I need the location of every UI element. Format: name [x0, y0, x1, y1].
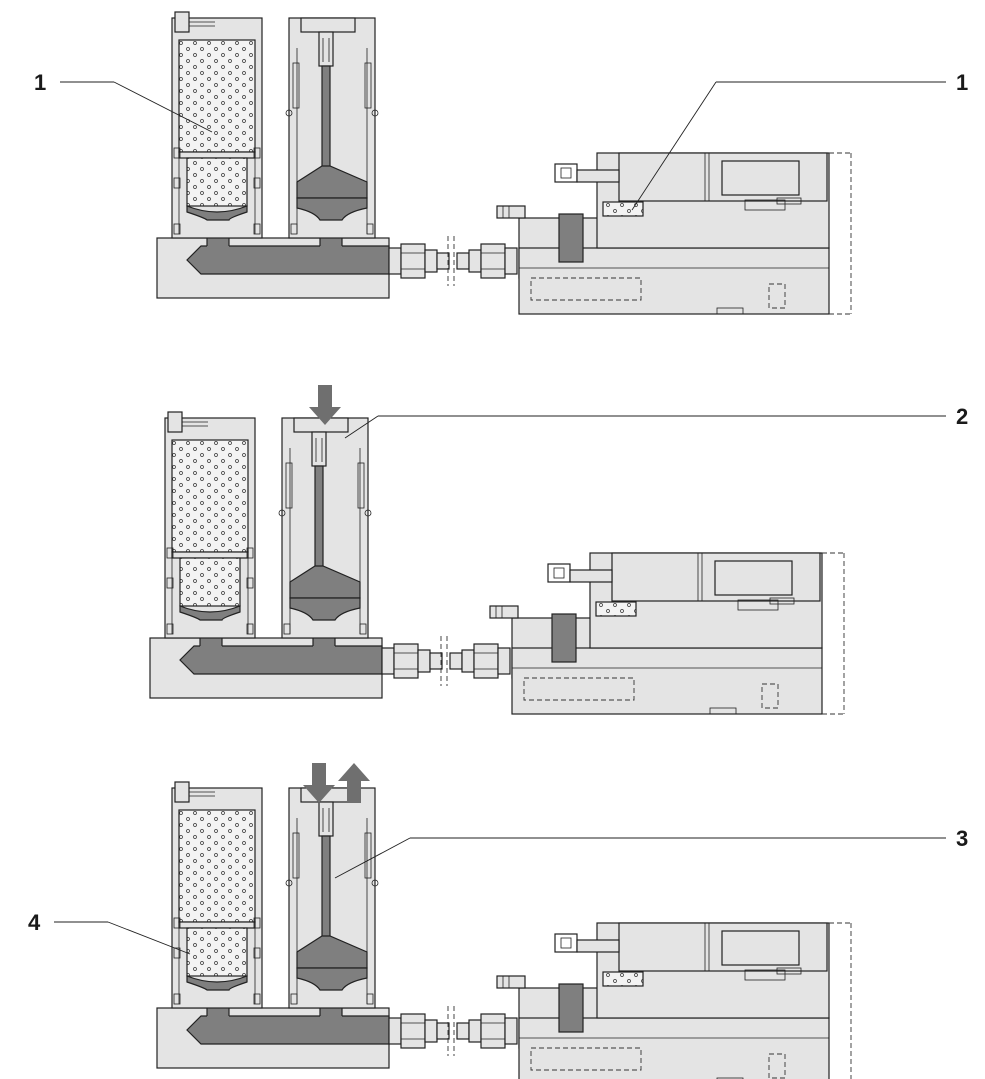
stage-1-assembly — [156, 11, 852, 315]
stage-2-assembly — [149, 411, 845, 715]
stage-2-callouts: 2 — [344, 404, 968, 439]
callout-2: 2 — [956, 404, 968, 429]
stage-3-callouts: 3 4 — [28, 826, 968, 955]
callout-3: 3 — [956, 826, 968, 851]
callout-4: 4 — [28, 910, 41, 935]
callout-1-right: 1 — [956, 70, 968, 95]
stage-3-assembly — [156, 781, 852, 1079]
callout-1-left: 1 — [34, 70, 46, 95]
stage-1-callouts: 1 1 — [34, 70, 968, 211]
